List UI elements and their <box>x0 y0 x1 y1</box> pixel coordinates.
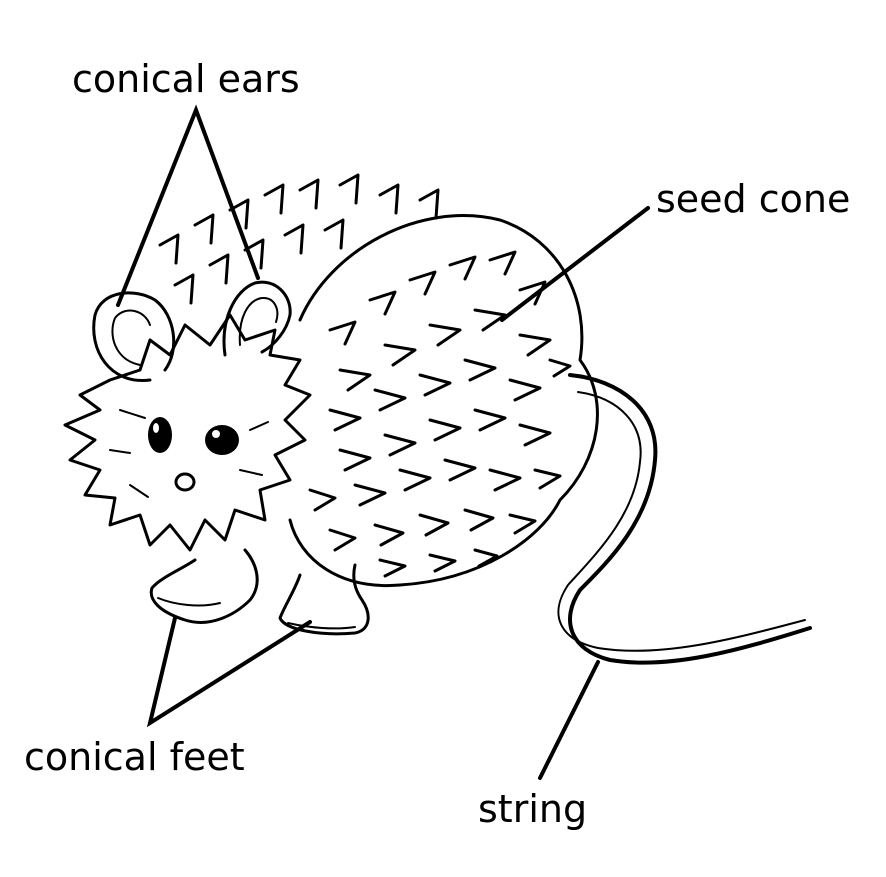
body-outline <box>288 214 599 588</box>
cone-scales <box>308 250 572 578</box>
front-foot-toe <box>157 597 221 607</box>
label-conical-feet: conical feet <box>24 735 245 779</box>
right-eye <box>205 425 239 455</box>
string-leader <box>538 660 600 780</box>
left-eye <box>148 417 172 453</box>
upper-scales <box>158 173 440 305</box>
label-string: string <box>478 787 588 831</box>
leader-lines <box>116 104 650 780</box>
nose <box>174 472 196 492</box>
tail-string <box>568 373 812 665</box>
front-foot <box>149 548 259 624</box>
seed-cone-leader <box>500 206 650 322</box>
back-foot-toe <box>287 622 356 630</box>
left-ear <box>92 291 176 382</box>
label-conical-ears: conical ears <box>72 57 300 101</box>
right-ear <box>222 280 292 357</box>
tail-string-inner <box>557 391 806 652</box>
left-ear-inner <box>111 309 151 366</box>
right-ear-inner <box>238 296 279 346</box>
back-foot <box>278 563 370 636</box>
feet-leader <box>146 616 312 728</box>
head-outline <box>63 313 312 552</box>
label-seed-cone: seed cone <box>656 177 851 221</box>
ears-leader <box>116 104 260 307</box>
head-fur-strokes <box>109 409 269 498</box>
